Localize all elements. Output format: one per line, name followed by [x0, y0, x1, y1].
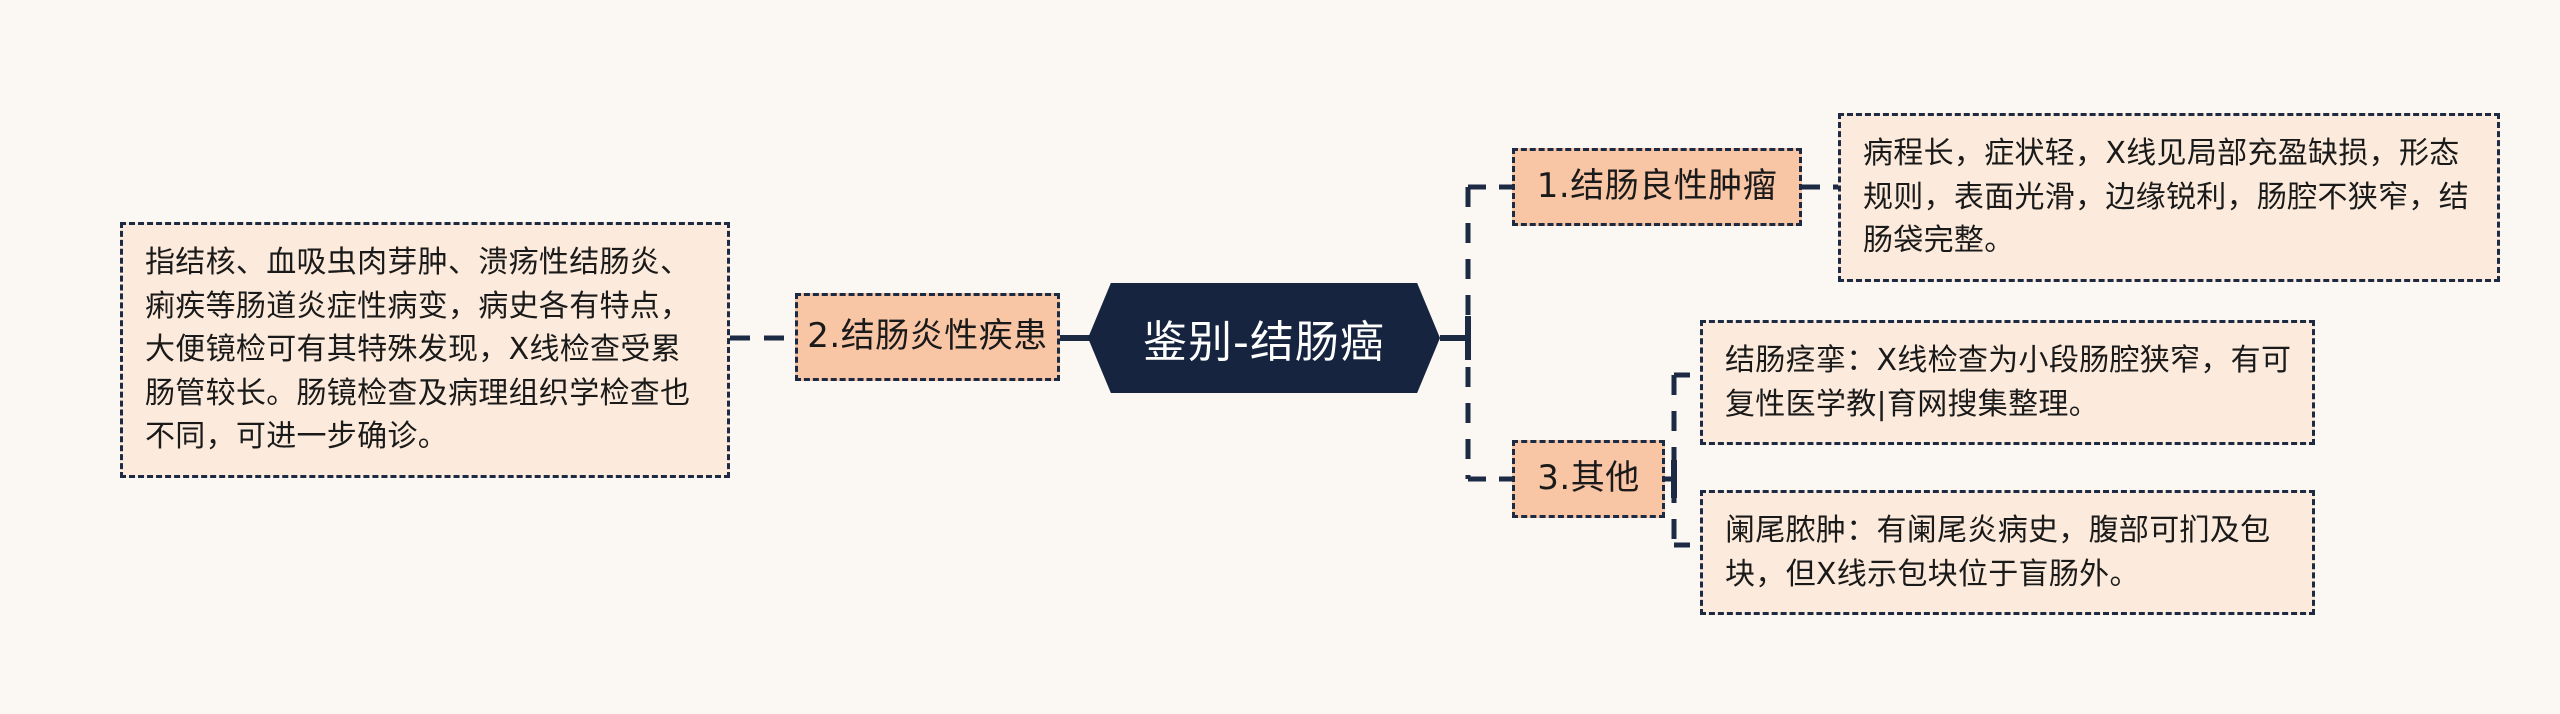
root-node-label: 鉴别-结肠癌 — [1143, 317, 1385, 368]
category-node-other[interactable]: 3.其他 — [1512, 440, 1665, 518]
detail-box-appendiceal-abscess: 阑尾脓肿：有阑尾炎病史，腹部可扪及包块，但X线示包块位于盲肠外。 — [1700, 490, 2315, 615]
detail-box-benign-tumor: 病程长，症状轻，X线见局部充盈缺损，形态规则，表面光滑，边缘锐利，肠腔不狭窄，结… — [1838, 113, 2500, 282]
detail-box-colon-spasm: 结肠痉挛：X线检查为小段肠腔狭窄，有可复性医学教|育网搜集整理。 — [1700, 320, 2315, 445]
detail-box-colitis: 指结核、血吸虫肉芽肿、溃疡性结肠炎、痢疾等肠道炎症性病变，病史各有特点，大便镜检… — [120, 222, 730, 478]
category-node-label: 2.结肠炎性疾患 — [807, 316, 1048, 357]
root-node[interactable]: 鉴别-结肠癌 — [1088, 283, 1440, 393]
category-node-label: 1.结肠良性肿瘤 — [1536, 166, 1778, 207]
category-node-label: 3.其他 — [1537, 458, 1640, 499]
detail-text: 病程长，症状轻，X线见局部充盈缺损，形态规则，表面光滑，边缘锐利，肠腔不狭窄，结… — [1863, 136, 2469, 258]
detail-text: 结肠痉挛：X线检查为小段肠腔狭窄，有可复性医学教|育网搜集整理。 — [1725, 343, 2292, 422]
detail-text: 阑尾脓肿：有阑尾炎病史，腹部可扪及包块，但X线示包块位于盲肠外。 — [1725, 513, 2271, 592]
detail-text: 指结核、血吸虫肉芽肿、溃疡性结肠炎、痢疾等肠道炎症性病变，病史各有特点，大便镜检… — [145, 245, 691, 454]
category-node-colitis[interactable]: 2.结肠炎性疾患 — [795, 293, 1060, 381]
category-node-benign-tumor[interactable]: 1.结肠良性肿瘤 — [1512, 148, 1802, 226]
